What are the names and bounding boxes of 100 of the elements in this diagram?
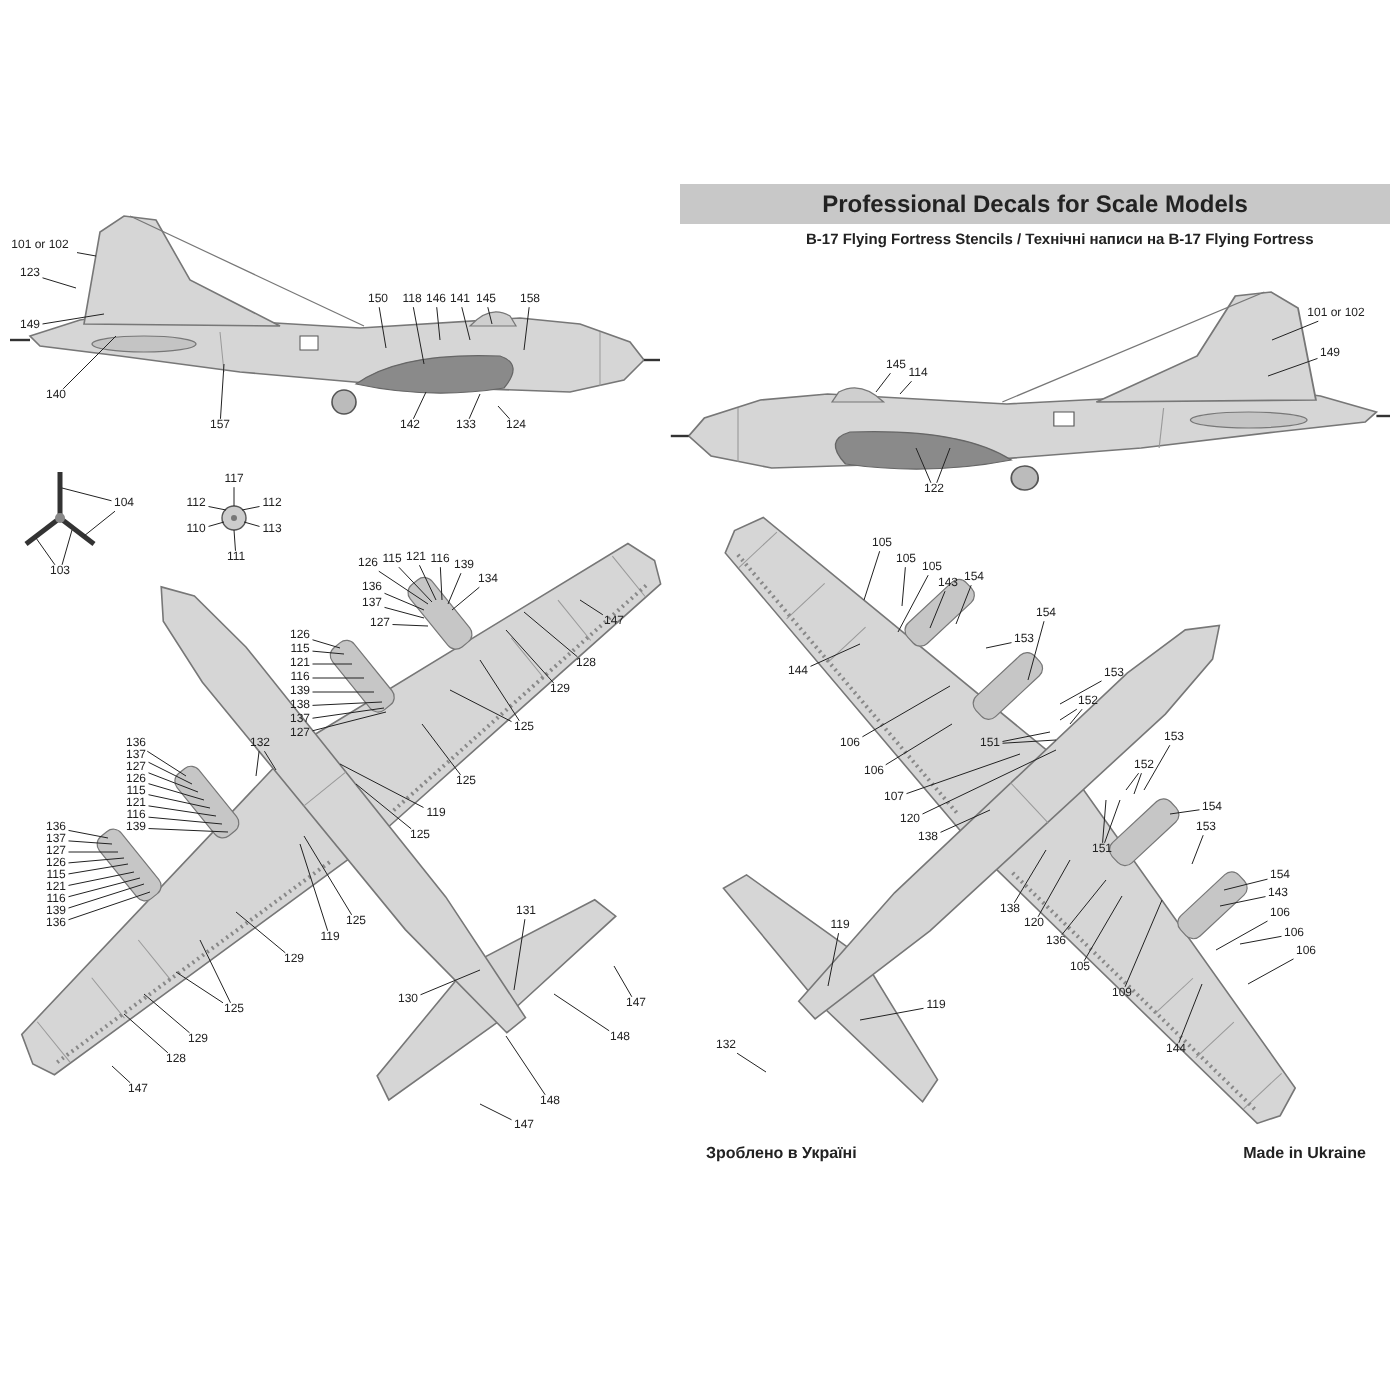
leader-line — [312, 663, 353, 665]
header-title: Professional Decals for Scale Models — [822, 192, 1248, 216]
leader-line — [505, 629, 554, 684]
leader-line — [255, 750, 260, 777]
leader-line — [148, 828, 229, 833]
leader-line — [1083, 895, 1123, 962]
leader-line — [68, 851, 119, 853]
leader-line — [1104, 799, 1121, 844]
propeller-drawing — [24, 472, 96, 546]
leader-line — [421, 723, 462, 776]
leader-line — [68, 883, 145, 909]
leader-line — [1215, 920, 1268, 951]
leader-line — [901, 566, 906, 607]
leader-line — [61, 529, 73, 566]
leader-line — [312, 677, 365, 679]
leader-line — [68, 891, 151, 921]
leader-line — [143, 993, 191, 1034]
leader-line — [505, 1035, 546, 1096]
leader-line — [1069, 708, 1083, 725]
leader-line — [497, 405, 510, 420]
leader-line — [418, 564, 437, 601]
leader-line — [1002, 739, 1057, 744]
leader-line — [263, 750, 277, 771]
leader-line — [915, 447, 932, 484]
leader-line — [875, 372, 891, 393]
leader-line — [1037, 859, 1071, 918]
leader-line — [1125, 772, 1140, 791]
aircraft-side-view-drawing — [670, 291, 1390, 491]
leader-line — [1271, 320, 1319, 341]
leader-line — [68, 857, 125, 864]
leader-line — [148, 761, 193, 785]
leader-line — [384, 606, 425, 619]
leader-line — [68, 863, 129, 875]
leader-line — [62, 335, 117, 390]
leader-line — [233, 529, 236, 552]
leader-line — [76, 252, 97, 257]
leader-line — [148, 816, 223, 825]
leader-line — [513, 918, 526, 991]
leader-line — [312, 711, 387, 732]
leader-line — [208, 506, 227, 511]
leader-line — [906, 753, 1021, 795]
leader-line — [523, 611, 578, 658]
leader-line — [219, 363, 225, 420]
leader-line — [523, 306, 530, 351]
leader-line — [235, 911, 286, 954]
leader-line — [35, 537, 56, 566]
leader-line — [447, 572, 462, 605]
leader-line — [810, 643, 861, 667]
leader-line — [42, 277, 77, 289]
leader-line — [1223, 878, 1268, 891]
leader-line — [68, 840, 113, 845]
leader-line — [468, 393, 481, 420]
leader-line — [303, 835, 353, 916]
leader-line — [863, 550, 881, 601]
leader-line — [111, 1065, 131, 1084]
leader-line — [378, 570, 429, 605]
leader-line — [439, 566, 443, 601]
leader-line — [199, 939, 231, 1004]
leader-line — [1239, 935, 1282, 945]
leader-line — [955, 584, 972, 625]
leader-line — [83, 510, 116, 537]
leader-line — [1027, 620, 1045, 681]
leader-line — [929, 590, 946, 629]
leader-line — [861, 685, 951, 738]
leader-line — [985, 642, 1012, 649]
leader-line — [1247, 958, 1294, 985]
leader-line — [449, 689, 512, 723]
leader-line — [1169, 809, 1200, 815]
leader-line — [1219, 896, 1266, 907]
leader-line — [384, 592, 425, 611]
leader-line — [146, 750, 187, 777]
leader-line — [339, 763, 424, 808]
aircraft-plan-view-drawing — [20, 542, 662, 1102]
leader-line — [392, 624, 429, 627]
leader-line — [68, 829, 109, 839]
leader-line — [1178, 983, 1203, 1044]
aircraft-side-view-drawing — [10, 215, 660, 415]
leader-line — [175, 971, 224, 1004]
leader-line — [897, 574, 929, 633]
leader-line — [312, 707, 385, 719]
leader-line — [479, 1103, 512, 1121]
leader-line — [148, 805, 217, 817]
leader-line — [148, 794, 211, 809]
leader-line — [479, 659, 520, 722]
leader-line — [241, 506, 260, 511]
wheel-drawing — [221, 505, 247, 531]
leader-line — [312, 701, 383, 706]
leader-line — [1002, 731, 1051, 742]
leader-line — [1124, 899, 1163, 988]
leader-line — [436, 306, 441, 341]
leader-line — [312, 639, 341, 649]
leader-line — [1061, 879, 1107, 936]
leader-line — [936, 447, 951, 484]
leader-line — [243, 521, 260, 527]
leader-line — [1013, 849, 1047, 904]
leader-line — [233, 486, 235, 507]
leader-line — [1133, 772, 1142, 795]
leader-line — [68, 877, 141, 898]
leader-line — [613, 965, 633, 998]
leader-line — [148, 783, 205, 801]
